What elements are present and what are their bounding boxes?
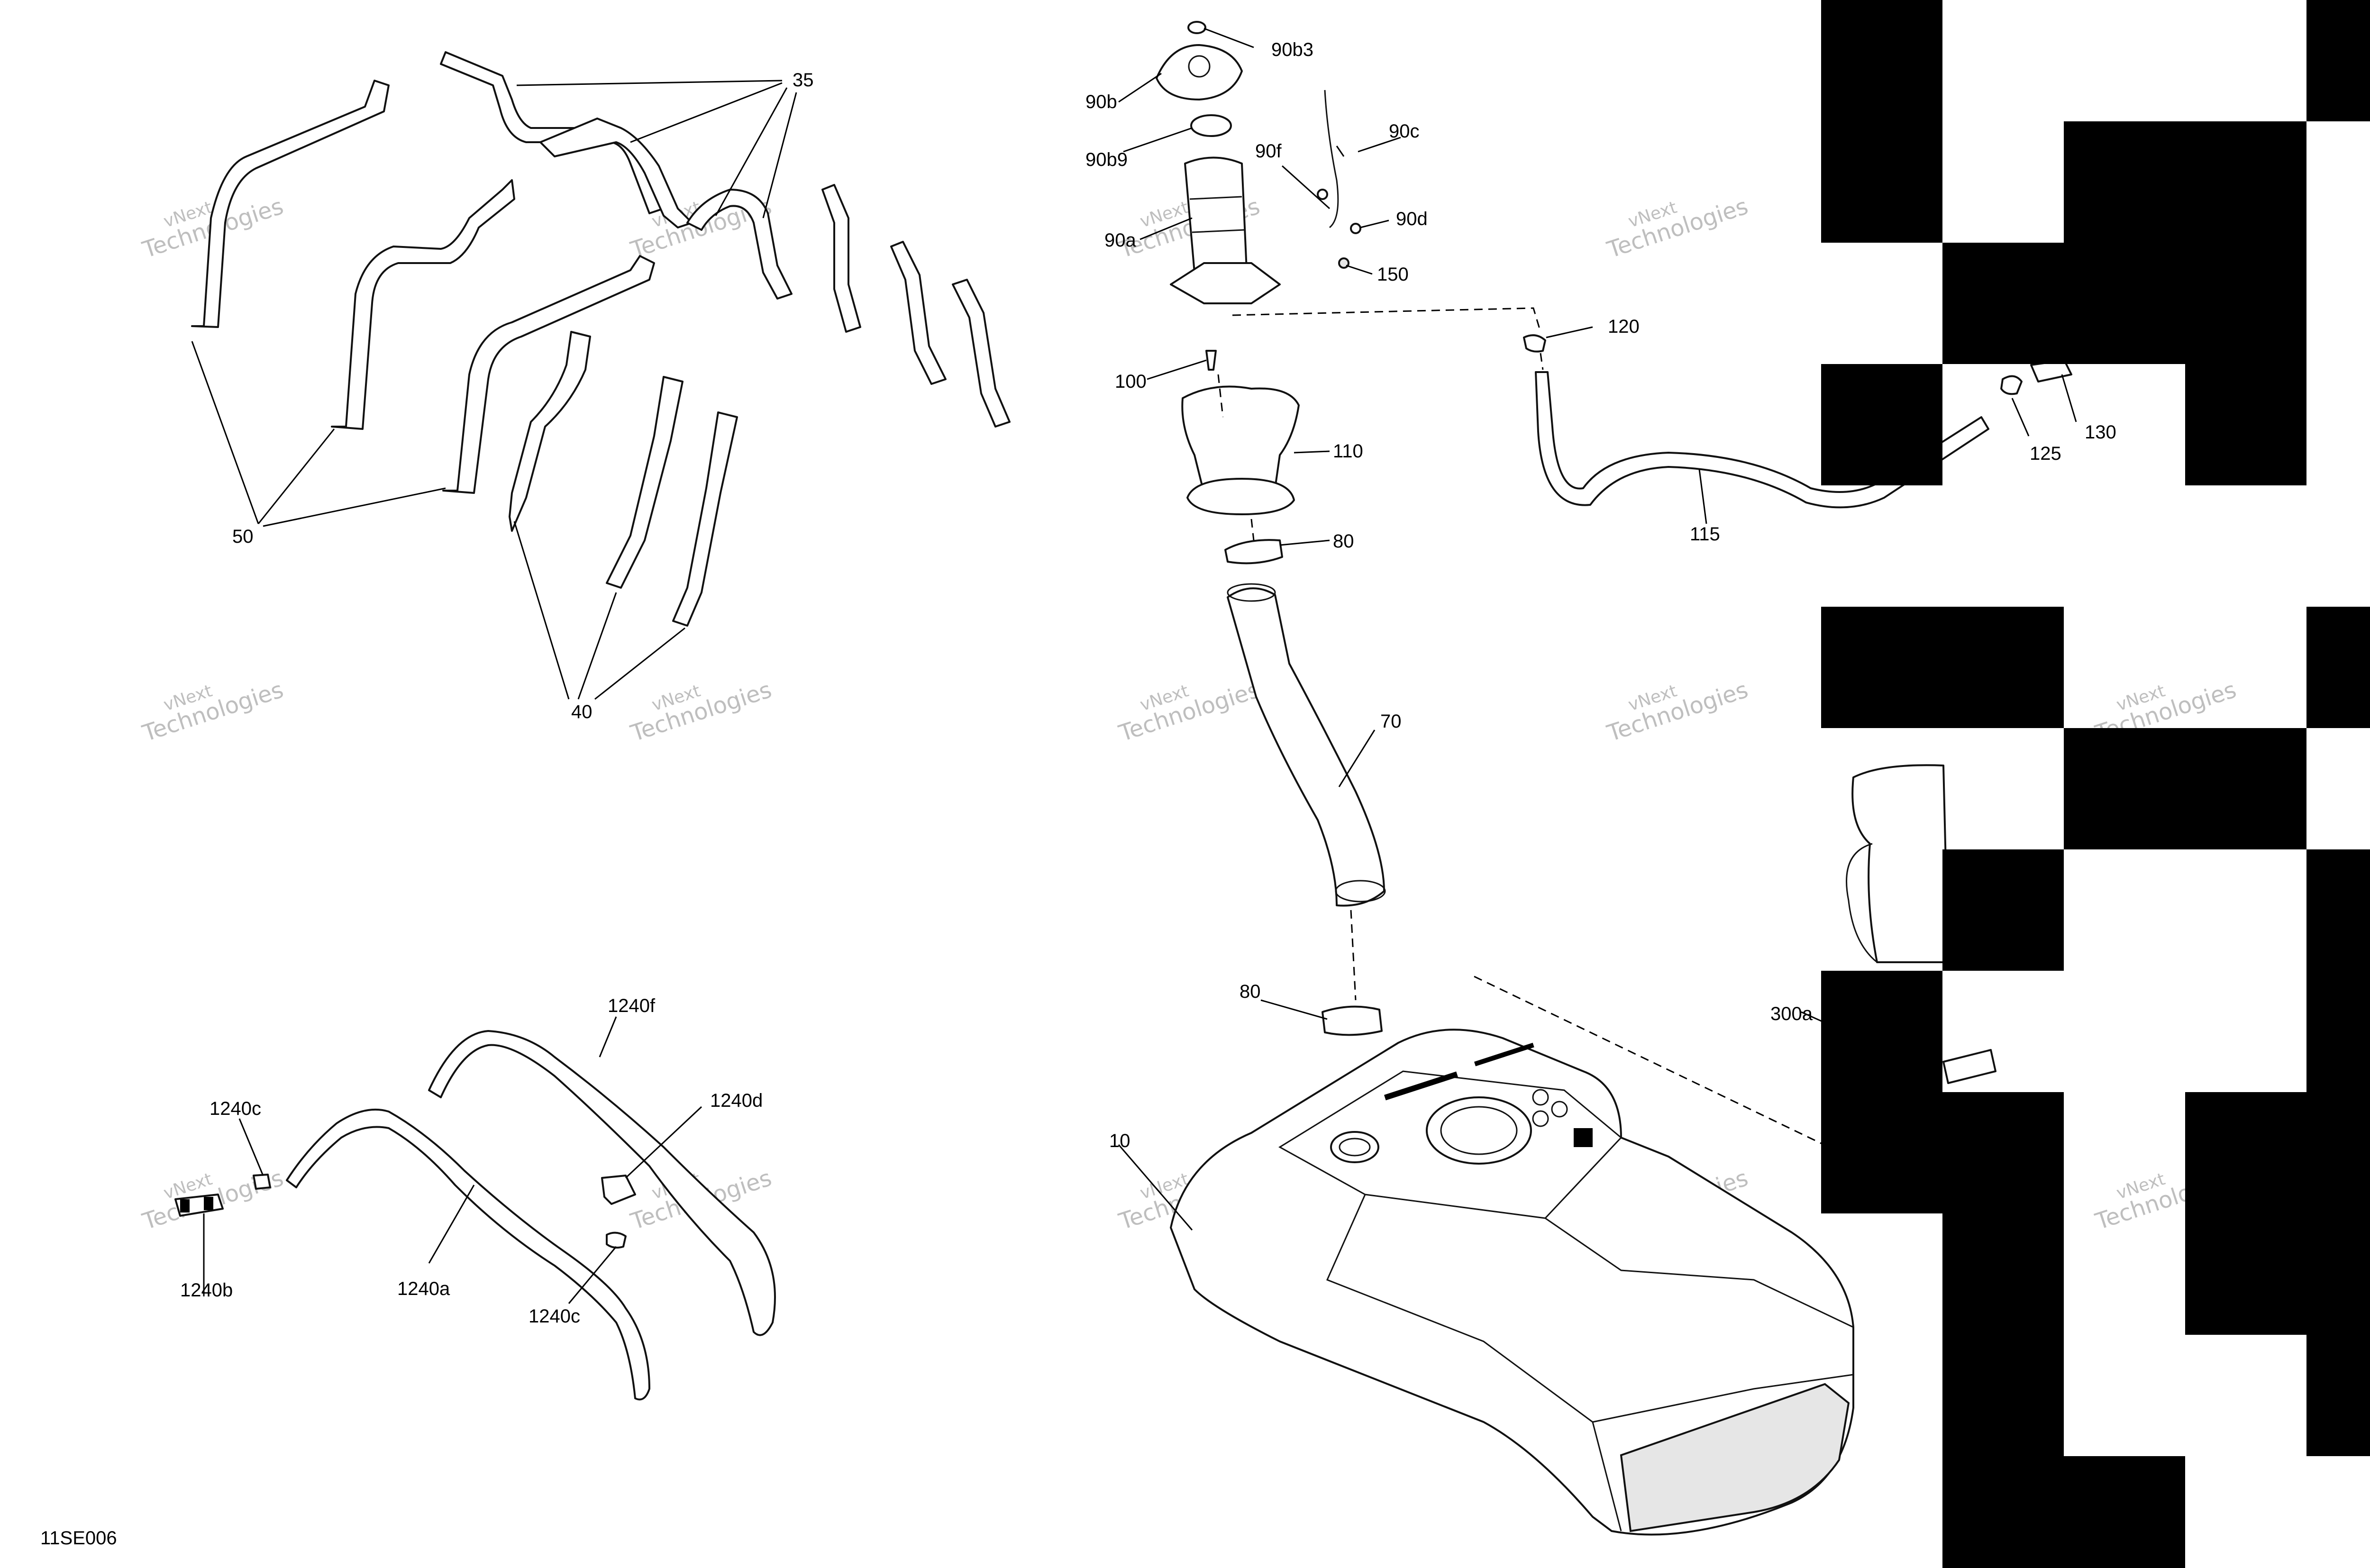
- fuel-pump-group: [1846, 764, 1996, 1084]
- strap-40: [606, 376, 684, 589]
- part-100-screw: [1205, 350, 1217, 371]
- tank-decal: [1384, 1071, 1458, 1101]
- callout-115: 115: [1690, 524, 1720, 545]
- callout-35: 35: [793, 70, 814, 91]
- assembly-lines: [1217, 307, 1849, 1158]
- part-90b9-ring: [1190, 114, 1232, 137]
- part-10-secondary-neck: [1330, 1131, 1379, 1163]
- callouts: 35 50 40 90b3 90b 90b9 90c 90f 90d 90a 1…: [180, 39, 2116, 1327]
- tank-decal: [1474, 1042, 1534, 1067]
- part-90a-flange: [1170, 262, 1281, 304]
- strap-40: [509, 331, 591, 532]
- callout-90b: 90b: [1085, 91, 1117, 112]
- callout-1240a: 1240a: [397, 1278, 450, 1299]
- callout-90f: 90f: [1255, 141, 1282, 162]
- callout-125: 125: [2030, 443, 2061, 464]
- callout-300a: 300a: [1770, 1003, 1813, 1024]
- svg-text:Technologies: Technologies: [1115, 676, 1263, 747]
- part-300a-pump-foot: [1942, 1049, 1996, 1084]
- callout-90b3: 90b3: [1271, 39, 1313, 60]
- vent-lines-group: [174, 1030, 776, 1401]
- part-300a-pump: [1851, 764, 1949, 963]
- watermark: vNext Technologies: [139, 1165, 287, 1235]
- callout-10: 10: [1109, 1130, 1130, 1151]
- watermark: vNext Technologies: [139, 676, 287, 747]
- straps-group: [191, 51, 1011, 627]
- watermark: vNext Technologies: [1604, 676, 1751, 747]
- strap-40: [672, 411, 738, 627]
- svg-text:Technologies: Technologies: [627, 676, 775, 747]
- fuel-tank-group: [1170, 1029, 1854, 1536]
- part-1240a-hose: [286, 1108, 650, 1401]
- part-1240c-clamp: [253, 1174, 271, 1190]
- leader-lines: [191, 27, 2077, 1304]
- callout-100: 100: [1115, 371, 1147, 392]
- callout-50: 50: [232, 526, 254, 547]
- part-10-tank-side-shade: [1620, 1383, 1850, 1532]
- callout-80-lower: 80: [1240, 981, 1261, 1002]
- callout-1240f: 1240f: [608, 995, 656, 1016]
- callout-1240c: 1240c: [210, 1098, 261, 1119]
- callout-110: 110: [1333, 441, 1363, 462]
- callout-90d: 90d: [1396, 209, 1428, 229]
- part-1240c-clamp: [606, 1231, 627, 1249]
- callout-130: 130: [2085, 422, 2116, 443]
- part-70-hose: [1227, 587, 1385, 907]
- callout-120: 120: [1608, 316, 1640, 337]
- watermark: vNext Technologies: [1115, 676, 1263, 747]
- part-1240d-fitting: [601, 1175, 636, 1205]
- strap-35: [952, 279, 1011, 428]
- callout-1240b: 1240b: [180, 1280, 233, 1301]
- callout-1240c-lower: 1240c: [529, 1306, 580, 1327]
- part-80-clamp: [1224, 539, 1283, 565]
- part-90b-cover: [1156, 44, 1243, 100]
- part-90b3-cap: [1187, 21, 1206, 34]
- tank-decal: [1574, 1128, 1593, 1147]
- watermark: vNext Technologies: [1604, 193, 1751, 264]
- filler-neck-group: [1156, 21, 1386, 1036]
- part-1240f-hose: [428, 1030, 776, 1336]
- strap-50: [331, 179, 515, 430]
- callout-90b9: 90b9: [1085, 149, 1128, 170]
- part-120-fitting: [1523, 334, 1546, 353]
- callout-90c: 90c: [1389, 121, 1420, 142]
- strap-35: [890, 241, 947, 385]
- part-110-flange: [1186, 478, 1295, 515]
- strap-50: [442, 255, 655, 494]
- strap-35: [686, 189, 793, 300]
- strap-35: [539, 118, 693, 228]
- mask-blocks: [1821, 0, 2370, 1568]
- strap-35: [821, 184, 861, 333]
- svg-text:Technologies: Technologies: [1604, 676, 1751, 747]
- part-90c-chain: [1324, 90, 1339, 228]
- diagram-code: 11SE006: [40, 1528, 117, 1549]
- callout-90a: 90a: [1104, 230, 1136, 251]
- strap-50: [191, 80, 390, 328]
- part-90a-tube: [1184, 156, 1248, 279]
- callout-80: 80: [1333, 531, 1354, 552]
- callout-150: 150: [1377, 264, 1409, 285]
- callout-40: 40: [571, 702, 592, 722]
- strap-35: [440, 51, 665, 214]
- callout-1240d: 1240d: [710, 1090, 763, 1111]
- callout-70: 70: [1380, 711, 1402, 732]
- svg-text:Technologies: Technologies: [139, 676, 287, 747]
- watermark: vNext Technologies: [627, 676, 775, 747]
- part-110-boot: [1181, 385, 1300, 500]
- part-125-fitting: [2000, 375, 2023, 395]
- svg-text:Technologies: Technologies: [1604, 193, 1751, 264]
- part-80-lower-clamp: [1322, 1005, 1383, 1036]
